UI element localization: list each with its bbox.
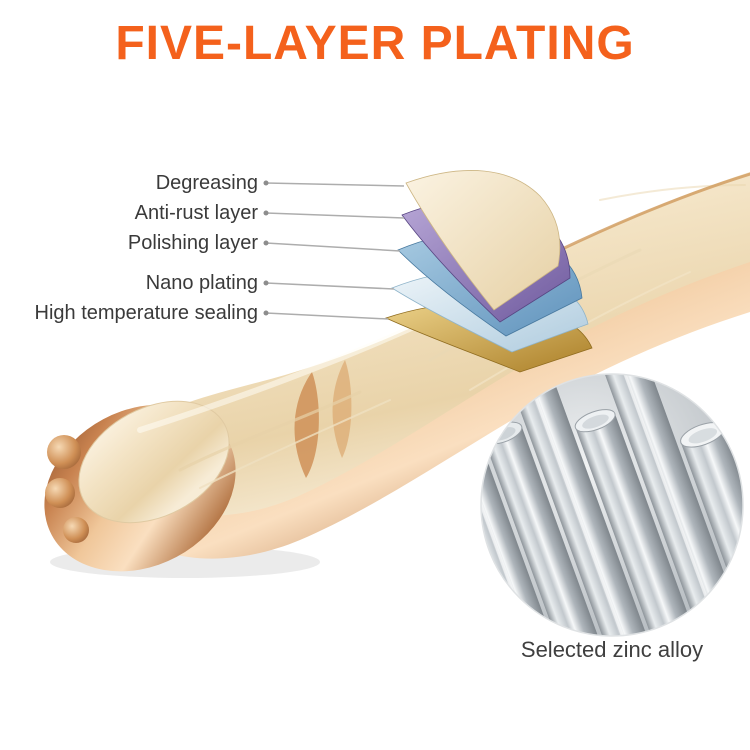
leader-line-polishing: [265, 242, 401, 252]
leader-line-high-temp: [265, 312, 389, 320]
layer-label-nano-plating: Nano plating: [0, 270, 258, 296]
zinc-caption: Selected zinc alloy: [520, 637, 704, 662]
layer-label-polishing: Polishing layer: [0, 230, 258, 256]
sheet-degreasing: [405, 170, 561, 311]
layer-label-degreasing: Degreasing: [0, 170, 258, 196]
layer-label-text: Anti-rust layer: [134, 202, 258, 224]
page-title: FIVE-LAYER PLATING: [115, 17, 635, 70]
handle-graphic: [44, 172, 750, 578]
foot-scroll-3: [63, 517, 89, 543]
layer-label-text: Nano plating: [145, 272, 258, 294]
handle-foot: [44, 360, 352, 572]
zinc-rod: [600, 374, 743, 636]
zinc-alloy-photo: [480, 373, 744, 637]
zinc-rod: [575, 413, 739, 636]
layer-label-anti-rust: Anti-rust layer: [0, 200, 258, 226]
foot-gold-ridge-1: [294, 372, 319, 478]
leader-line-anti-rust: [265, 212, 405, 219]
leader-lines: [263, 180, 405, 320]
zinc-rods: [481, 374, 743, 636]
leader-line-nano-plating: [265, 282, 395, 290]
foot-scroll-2: [45, 478, 75, 508]
layer-label-text: Degreasing: [155, 172, 258, 194]
leader-line-degreasing: [265, 182, 405, 187]
layer-label-text: Polishing layer: [127, 232, 258, 254]
zinc-rod: [507, 374, 684, 636]
zinc-sheen: [481, 374, 743, 636]
zinc-rod: [483, 426, 645, 636]
foot-scroll-1: [47, 435, 81, 469]
layer-label-text: High temperature sealing: [34, 302, 258, 324]
foot-pearl-top: [78, 400, 230, 524]
zinc-rod: [481, 375, 594, 636]
layer-label-high-temp: High temperature sealing: [0, 300, 258, 326]
zinc-rod: [680, 426, 743, 636]
layer-sheets: [384, 170, 593, 373]
zinc-photo-rim: [480, 373, 744, 637]
leader-dots: [263, 180, 269, 316]
foot-gold-ridge-2: [332, 360, 352, 458]
